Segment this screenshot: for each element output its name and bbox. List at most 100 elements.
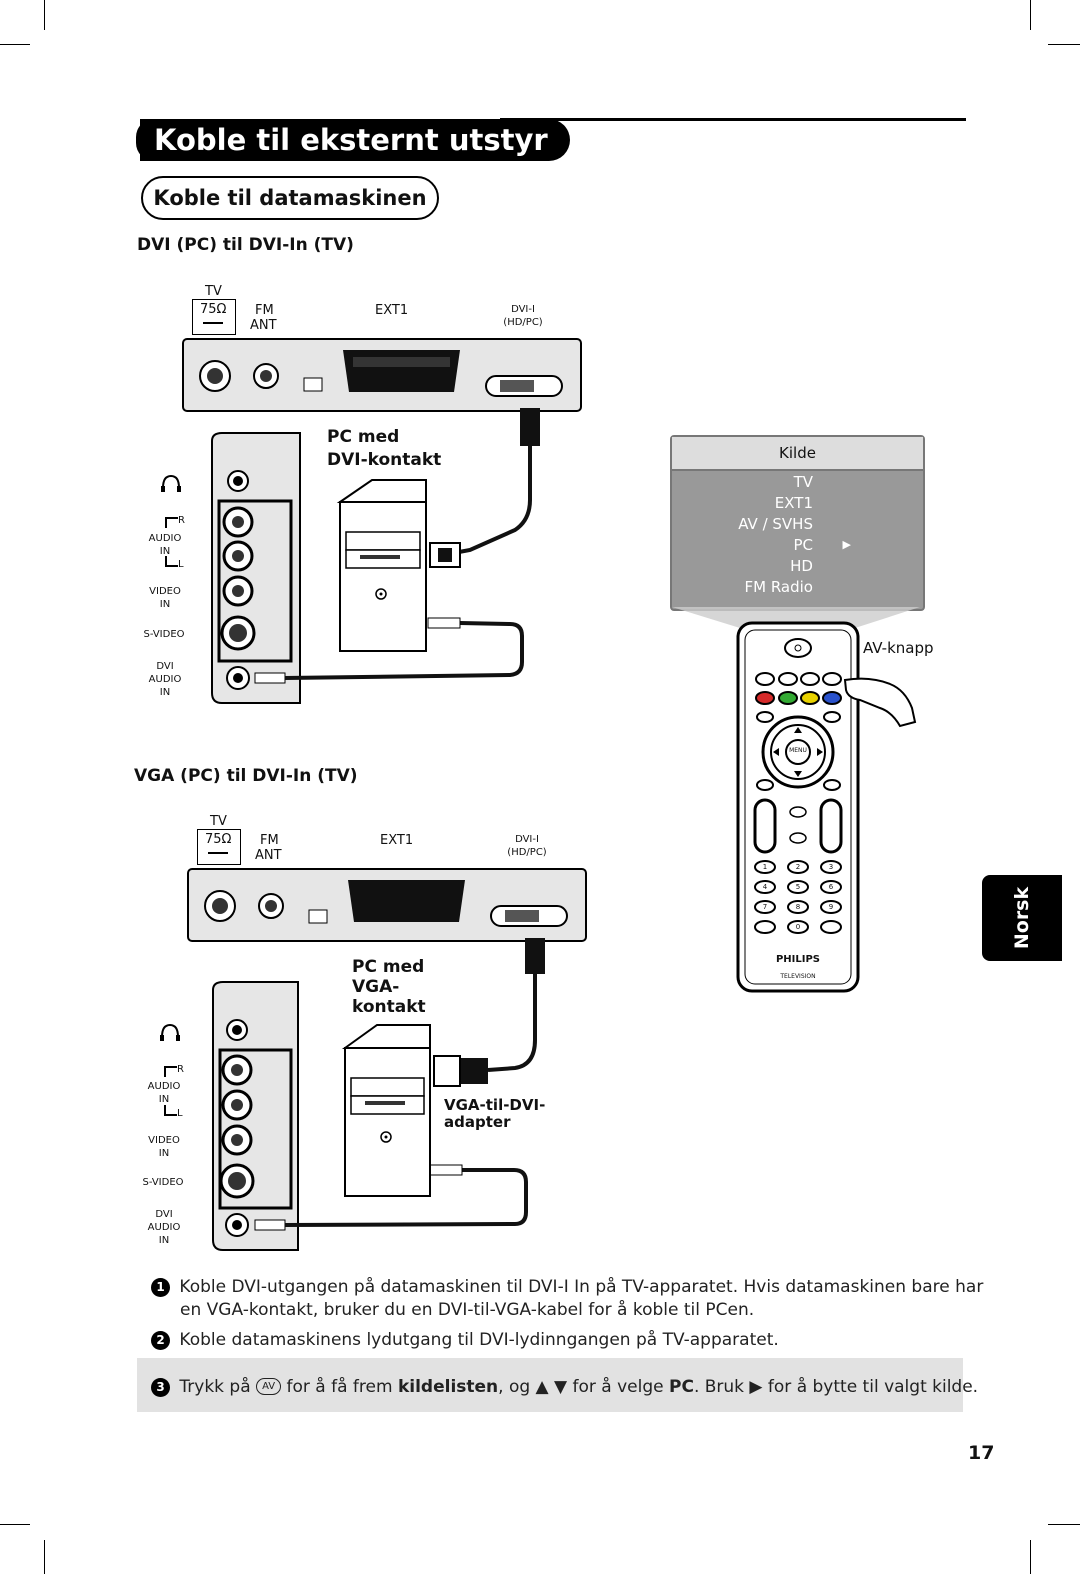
audio-plug-pc bbox=[427, 617, 461, 629]
ant-label: ANT bbox=[255, 848, 282, 863]
antenna-box: 75Ω bbox=[197, 829, 241, 865]
step-2-text: Koble datamaskinens lydutgang til DVI-ly… bbox=[179, 1330, 779, 1350]
menu-projection bbox=[672, 607, 920, 628]
pc-vga-label-3: kontakt bbox=[352, 997, 426, 1017]
step-1-number: 1 bbox=[151, 1278, 170, 1297]
tv-label: TV bbox=[205, 284, 222, 299]
vga-adapter bbox=[458, 1058, 488, 1084]
menu-item-fm-radio[interactable]: FM Radio bbox=[744, 578, 814, 596]
source-menu: Kilde TV EXT1 AV / SVHS PC ▶ HD FM Radio bbox=[670, 435, 925, 611]
headphone-icon bbox=[162, 474, 180, 489]
section-title: Koble til datamaskinen bbox=[141, 176, 439, 220]
dvi-label-line1: DVI-I bbox=[515, 834, 539, 845]
dvi-audio-in-label: DVI AUDIO IN bbox=[148, 661, 182, 698]
crop-mark bbox=[1048, 44, 1080, 45]
pc-dvi-label-2: DVI-kontakt bbox=[327, 450, 442, 470]
crop-mark bbox=[1030, 0, 1031, 30]
pc-vga-label-2: VGA- bbox=[352, 977, 400, 997]
hand-icon bbox=[843, 677, 917, 728]
ext1-label: EXT1 bbox=[380, 833, 414, 848]
pc-tower bbox=[344, 1047, 431, 1197]
fm-label: FM bbox=[260, 833, 279, 848]
headphone-icon bbox=[161, 1023, 179, 1038]
step-2-number: 2 bbox=[151, 1331, 170, 1350]
step-1-cont: en VGA-kontakt, bruker du en DVI-til-VGA… bbox=[180, 1300, 755, 1320]
remote-key-7[interactable]: 7 bbox=[762, 903, 768, 911]
audio-cable bbox=[284, 621, 524, 680]
remote-sub-brand: TELEVISION bbox=[780, 973, 816, 980]
crop-mark bbox=[44, 1540, 45, 1574]
menu-item-av-svhs[interactable]: AV / SVHS bbox=[738, 515, 813, 533]
power-button bbox=[784, 638, 812, 658]
step-3-bold-kildelisten: kildelisten bbox=[397, 1377, 499, 1397]
crop-mark bbox=[0, 44, 30, 45]
fm-jack-core bbox=[260, 370, 272, 382]
ohm-label: 75Ω bbox=[205, 832, 232, 847]
remote-key-4[interactable]: 4 bbox=[762, 883, 768, 891]
tv-label: TV bbox=[210, 814, 227, 829]
antenna-box: 75Ω bbox=[192, 299, 236, 335]
video-in-label: VIDEO IN bbox=[148, 1135, 180, 1159]
remote-key-5[interactable]: 5 bbox=[795, 883, 801, 891]
video-in-label: VIDEO IN bbox=[149, 586, 181, 610]
page-title: Koble til eksternt utstyr bbox=[136, 119, 570, 161]
scart-port bbox=[348, 880, 465, 922]
antenna-icon bbox=[208, 852, 228, 857]
menu-arrow-icon: ▶ bbox=[842, 538, 851, 551]
step-3-text-b: for å få frem bbox=[286, 1377, 393, 1397]
red-button bbox=[755, 691, 775, 705]
step-3-text-c: , og ▲ ▼ for å velge bbox=[498, 1377, 664, 1397]
vga-section-heading: VGA (PC) til DVI-In (TV) bbox=[134, 766, 358, 786]
pc-vga-label-1: PC med bbox=[352, 957, 425, 977]
remote-key-1[interactable]: 1 bbox=[762, 863, 768, 871]
crop-mark bbox=[1030, 1540, 1031, 1574]
svideo-label: S-VIDEO bbox=[143, 629, 185, 640]
remote-key-6[interactable]: 6 bbox=[828, 883, 834, 891]
remote-brand: PHILIPS bbox=[775, 954, 821, 965]
crop-mark bbox=[1048, 1524, 1080, 1525]
av-button-icon: AV bbox=[256, 1378, 282, 1395]
ant-label: ANT bbox=[250, 318, 277, 333]
crop-mark bbox=[44, 0, 45, 30]
ohm-label: 75Ω bbox=[200, 302, 227, 317]
remote-key-3[interactable]: 3 bbox=[828, 863, 834, 871]
menu-item-ext1[interactable]: EXT1 bbox=[774, 494, 813, 512]
dvi-audio-in-label: DVI AUDIO IN bbox=[147, 1209, 181, 1246]
menu-button bbox=[785, 739, 811, 765]
adapter-label-2: adapter bbox=[444, 1113, 511, 1131]
page-number: 17 bbox=[968, 1442, 995, 1464]
step-3-text-a: Trykk på bbox=[179, 1377, 251, 1397]
number-buttons bbox=[754, 860, 842, 934]
audio-cable bbox=[284, 1168, 528, 1227]
menu-item-hd[interactable]: HD bbox=[790, 557, 813, 575]
step-3: 3 Trykk på AV for å få frem kildelisten,… bbox=[151, 1375, 978, 1399]
blue-button bbox=[822, 691, 842, 705]
audio-in-label: AUDIO IN bbox=[147, 1081, 181, 1105]
remote-key-9[interactable]: 9 bbox=[828, 903, 834, 911]
antenna-icon bbox=[203, 322, 223, 327]
adapter-label-1: VGA-til-DVI- bbox=[444, 1096, 546, 1114]
step-2: 2 Koble datamaskinens lydutgang til DVI-… bbox=[151, 1328, 779, 1352]
language-tab-label: Norsk bbox=[1011, 886, 1033, 950]
step-1-text-line1: Koble DVI-utgangen på datamaskinen til D… bbox=[179, 1277, 984, 1297]
dvi-label-line1: DVI-I bbox=[511, 304, 535, 315]
l-label: L bbox=[177, 1108, 183, 1119]
r-label: R bbox=[178, 515, 185, 526]
dvi-label: DVI-I (HD/PC) bbox=[497, 833, 557, 859]
top-buttons bbox=[755, 672, 842, 686]
pc-dvi-label-1: PC med bbox=[327, 427, 400, 447]
menu-item-tv[interactable]: TV bbox=[793, 473, 813, 491]
pc-tower bbox=[339, 501, 427, 652]
dvi-label: DVI-I (HD/PC) bbox=[493, 303, 553, 329]
r-label: R bbox=[177, 1064, 184, 1075]
small-port bbox=[303, 377, 323, 392]
remote-key-8[interactable]: 8 bbox=[795, 903, 801, 911]
dvi-label-line2: (HD/PC) bbox=[507, 847, 547, 858]
remote-key-0[interactable]: 0 bbox=[795, 923, 801, 931]
menu-item-pc[interactable]: PC bbox=[793, 536, 813, 554]
vol-rocker bbox=[753, 798, 777, 854]
remote-key-2[interactable]: 2 bbox=[795, 863, 801, 871]
